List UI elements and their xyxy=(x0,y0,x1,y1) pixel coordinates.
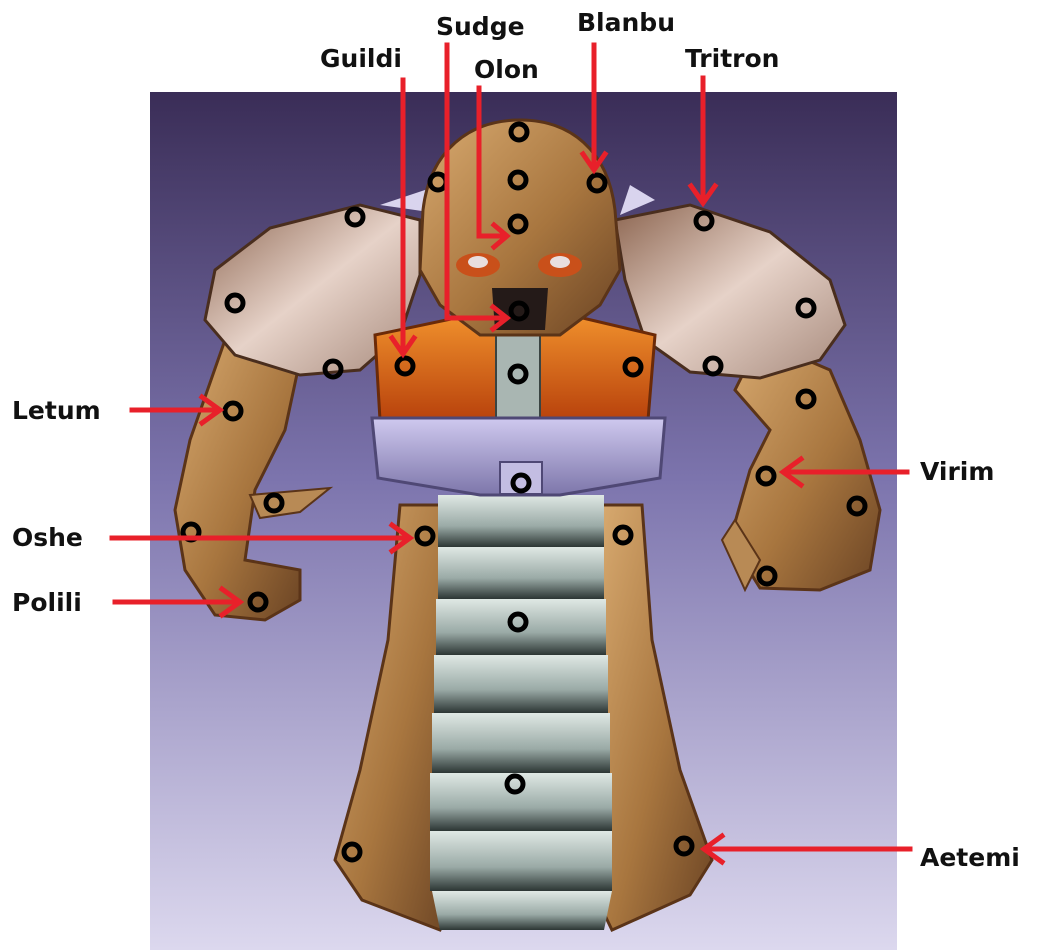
torso-segments xyxy=(430,495,612,930)
label-tritron: Tritron xyxy=(685,46,779,71)
label-aetemi: Aetemi xyxy=(920,845,1020,870)
label-sudge: Sudge xyxy=(436,14,525,39)
label-blanbu: Blanbu xyxy=(577,10,675,35)
label-polili: Polili xyxy=(12,590,82,615)
label-virim: Virim xyxy=(920,459,994,484)
label-oshe: Oshe xyxy=(12,525,83,550)
label-letum: Letum xyxy=(12,398,101,423)
label-guildi: Guildi xyxy=(320,46,402,71)
neck xyxy=(496,325,540,430)
label-olon: Olon xyxy=(474,57,539,82)
